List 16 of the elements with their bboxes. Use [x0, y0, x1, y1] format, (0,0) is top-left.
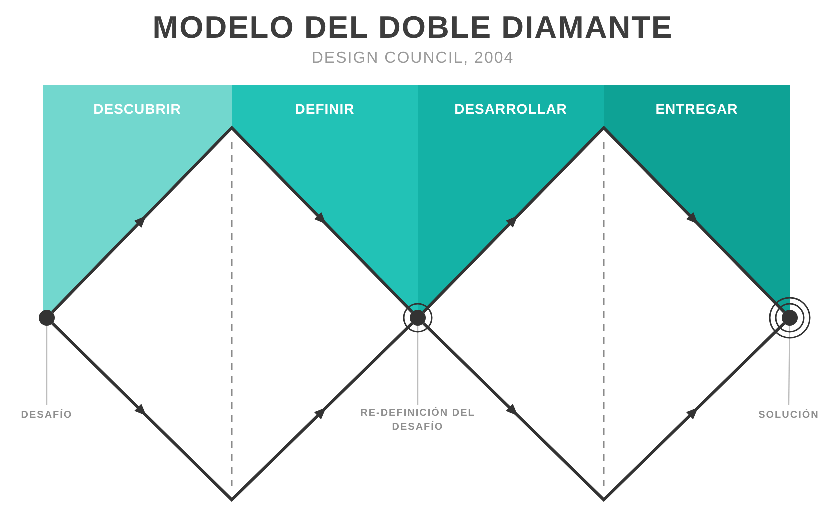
- phase-label: ENTREGAR: [654, 101, 740, 117]
- leader-line: [788, 326, 790, 405]
- leader-line: [46, 326, 48, 405]
- phase-label: DESARROLLAR: [454, 101, 568, 117]
- arrow: [52, 322, 414, 502]
- arrow: [422, 322, 786, 502]
- phase-label: DESCUBRIR: [92, 101, 182, 117]
- leader-line: [417, 326, 419, 405]
- arrow: [52, 126, 414, 314]
- milestone-label: DESAFÍO: [21, 408, 73, 423]
- phase-label: DEFINIR: [294, 101, 356, 117]
- diagram-title: MODELO DEL DOBLE DIAMANTE: [152, 10, 674, 46]
- subtitle: DESIGN COUNCIL, 2004: [310, 50, 516, 68]
- milestone-label: SOLUCIÓN: [758, 408, 820, 423]
- arrow: [422, 126, 786, 314]
- milestone-label: RE-DEFINICIÓN DEL DESAFÍO: [360, 406, 476, 435]
